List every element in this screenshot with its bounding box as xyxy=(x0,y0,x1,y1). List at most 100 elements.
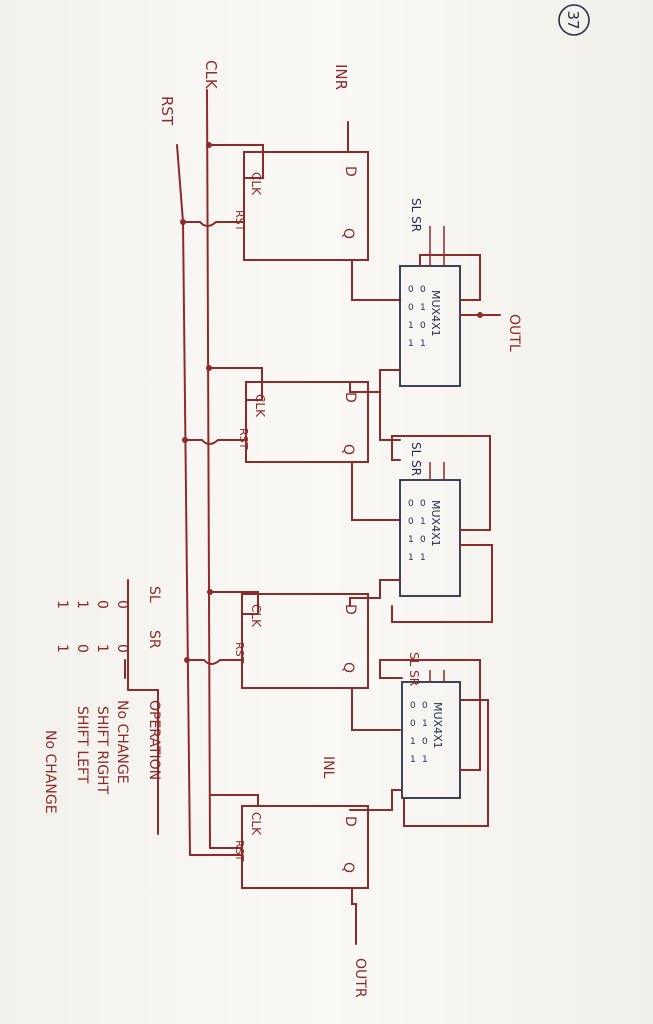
mux3-loop xyxy=(379,659,481,771)
output-left-label: OUTL xyxy=(506,314,522,352)
clock-label: CLK xyxy=(202,60,220,90)
svg-text:1: 1 xyxy=(408,553,414,563)
svg-text:0: 0 xyxy=(410,719,416,729)
flip-flop-4: CLK RST D Q xyxy=(233,805,369,889)
svg-text:0: 0 xyxy=(410,701,416,711)
rst-wire-1 xyxy=(182,221,245,227)
rst-wire-3 xyxy=(186,659,243,665)
svg-text:No CHANGE: No CHANGE xyxy=(114,700,130,784)
svg-text:Q: Q xyxy=(340,444,356,455)
svg-text:1: 1 xyxy=(420,517,426,527)
svg-text:0: 0 xyxy=(420,321,426,331)
svg-text:1: 1 xyxy=(410,755,416,765)
page-number: 37 xyxy=(564,10,582,29)
svg-text:MUX4X1: MUX4X1 xyxy=(429,290,442,337)
mux1-feedback xyxy=(419,254,481,301)
svg-text:1: 1 xyxy=(54,600,70,609)
svg-text:1: 1 xyxy=(422,755,428,765)
svg-text:D: D xyxy=(342,166,358,177)
clk-wire-1 xyxy=(208,144,264,179)
svg-text:Q: Q xyxy=(340,662,356,673)
svg-text:0: 0 xyxy=(114,600,130,609)
svg-text:0: 0 xyxy=(420,285,426,295)
select-label-3: SL SR xyxy=(407,652,421,686)
svg-text:1: 1 xyxy=(408,535,414,545)
svg-text:1: 1 xyxy=(408,321,414,331)
svg-text:1: 1 xyxy=(420,303,426,313)
output-junction xyxy=(477,312,483,318)
svg-text:RST: RST xyxy=(233,642,246,664)
svg-text:MUX4X1: MUX4X1 xyxy=(429,500,442,547)
svg-text:SHIFT LEFT: SHIFT LEFT xyxy=(74,706,90,784)
rst-wire-2 xyxy=(184,439,247,445)
svg-text:0: 0 xyxy=(422,701,428,711)
output-right-wire xyxy=(351,887,357,945)
select-label-2: SL SR xyxy=(409,442,423,476)
input-left-label: INL xyxy=(320,756,336,779)
input-right-label: INR xyxy=(332,64,350,90)
svg-text:1: 1 xyxy=(74,600,90,609)
svg-text:RST: RST xyxy=(233,840,246,862)
svg-text:D: D xyxy=(342,392,358,403)
clock-bus xyxy=(206,89,211,849)
svg-text:CLK: CLK xyxy=(253,394,267,418)
svg-text:RST: RST xyxy=(233,210,246,232)
svg-text:Q: Q xyxy=(340,228,356,239)
svg-text:1: 1 xyxy=(408,339,414,349)
svg-text:CLK: CLK xyxy=(249,172,263,196)
svg-text:0: 0 xyxy=(420,535,426,545)
svg-text:CLK: CLK xyxy=(249,812,263,836)
reset-bus-top xyxy=(176,144,184,223)
page-number-badge: 37 xyxy=(558,4,590,36)
svg-text:0: 0 xyxy=(408,499,414,509)
svg-text:Q: Q xyxy=(340,862,356,873)
svg-text:1: 1 xyxy=(94,644,110,653)
svg-text:1: 1 xyxy=(420,553,426,563)
svg-text:0: 0 xyxy=(422,737,428,747)
svg-text:0: 0 xyxy=(408,285,414,295)
clk-wire-2 xyxy=(208,367,263,401)
mux3-to-d4 xyxy=(349,789,403,811)
output-right-label: OUTR xyxy=(352,958,368,998)
svg-text:0: 0 xyxy=(408,517,414,527)
d2-to-mux1 xyxy=(379,391,401,441)
svg-text:OPERATION: OPERATION xyxy=(146,700,162,780)
svg-text:0: 0 xyxy=(94,600,110,609)
mux-1: MUX4X1 0 0 1 1 0 1 0 1 xyxy=(399,265,461,387)
reset-label: RST xyxy=(158,96,176,126)
svg-text:CLK: CLK xyxy=(249,604,263,628)
flip-flop-1: CLK RST D Q xyxy=(233,151,369,261)
reset-bus xyxy=(182,221,191,856)
flip-flop-2: CLK RST D Q xyxy=(237,381,369,463)
q1-to-mux1 xyxy=(351,259,401,301)
mux2-to-d3 xyxy=(349,579,401,607)
clk-tap-4 xyxy=(209,794,259,807)
svg-text:0: 0 xyxy=(408,303,414,313)
mux-3: MUX4X1 0 0 1 1 0 1 0 1 xyxy=(401,681,461,799)
svg-text:SR: SR xyxy=(146,630,162,649)
svg-text:1: 1 xyxy=(54,644,70,653)
svg-text:D: D xyxy=(342,816,358,827)
mux-2: MUX4X1 0 0 1 1 0 1 0 1 xyxy=(399,479,461,597)
svg-text:0: 0 xyxy=(74,644,90,653)
svg-text:0: 0 xyxy=(114,644,130,653)
svg-text:MUX4X1: MUX4X1 xyxy=(431,702,444,749)
svg-text:1: 1 xyxy=(422,719,428,729)
svg-text:SHIFT RIGHT: SHIFT RIGHT xyxy=(94,706,110,795)
mux2-return xyxy=(391,544,493,623)
mux2-feedback xyxy=(391,435,491,531)
truth-table: SL SR OPERATION 0 0 No CHANGE 0 1 SHIFT … xyxy=(42,579,162,835)
select-label-1: SL SR xyxy=(409,198,423,232)
svg-text:D: D xyxy=(342,604,358,615)
svg-text:1: 1 xyxy=(410,737,416,747)
q3-to-mux3 xyxy=(351,687,401,731)
flip-flop-3: CLK RST D Q xyxy=(233,593,369,689)
mux3-feedback xyxy=(403,699,489,827)
svg-text:1: 1 xyxy=(420,339,426,349)
clk-wire-3 xyxy=(209,591,259,615)
svg-text:RST: RST xyxy=(237,428,250,450)
svg-text:SL: SL xyxy=(146,586,162,603)
q2-to-mux2 xyxy=(351,461,401,521)
